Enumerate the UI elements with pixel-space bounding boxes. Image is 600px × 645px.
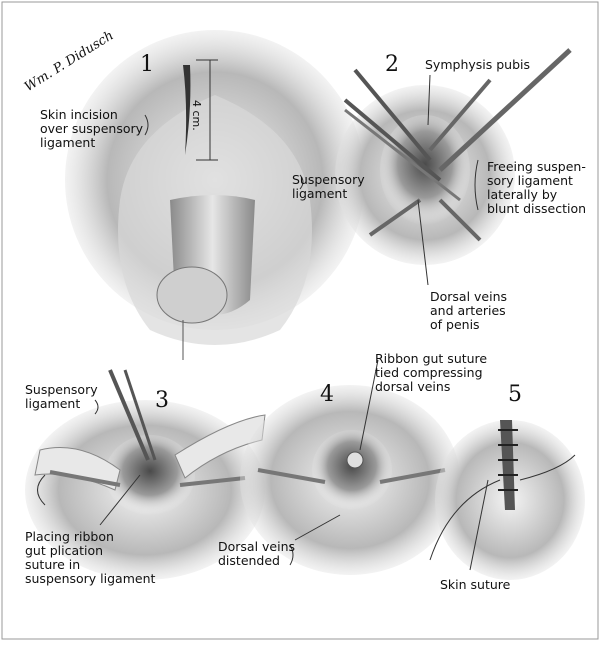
figure-5-number: 5 (508, 382, 522, 407)
label-suspensory-ligament-3: Suspensory ligament (25, 382, 98, 411)
figure-2-drawing (299, 48, 572, 286)
label-dorsal-veins-distended: Dorsal veins distended (218, 539, 296, 568)
figure-5-drawing (429, 420, 585, 580)
label-placing-ribbon-gut: Placing ribbon gut plication suture in s… (25, 529, 156, 586)
label-freeing-suspensory: Freeing suspen- sory ligament laterally … (487, 159, 587, 216)
label-symphysis-pubis: Symphysis pubis (425, 57, 531, 72)
figure-4-number: 4 (320, 382, 334, 407)
label-skin-incision: Skin incision over suspensory ligament (40, 107, 144, 150)
label-ribbon-gut-suture: Ribbon gut suture tied compressing dorsa… (375, 351, 488, 394)
figure-3-number: 3 (155, 388, 169, 413)
figure-4-drawing (240, 359, 460, 575)
figure-1-drawing (65, 30, 365, 360)
label-measure: 4 cm. (190, 100, 203, 131)
label-skin-suture: Skin suture (440, 577, 511, 592)
label-suspensory-ligament-2: Suspensory ligament (292, 172, 365, 201)
figure-1-number: 1 (140, 52, 154, 77)
figure-2-number: 2 (385, 52, 399, 77)
figure-3-drawing (25, 369, 266, 580)
label-dorsal-veins-arteries: Dorsal veins and arteries of penis (430, 289, 508, 332)
